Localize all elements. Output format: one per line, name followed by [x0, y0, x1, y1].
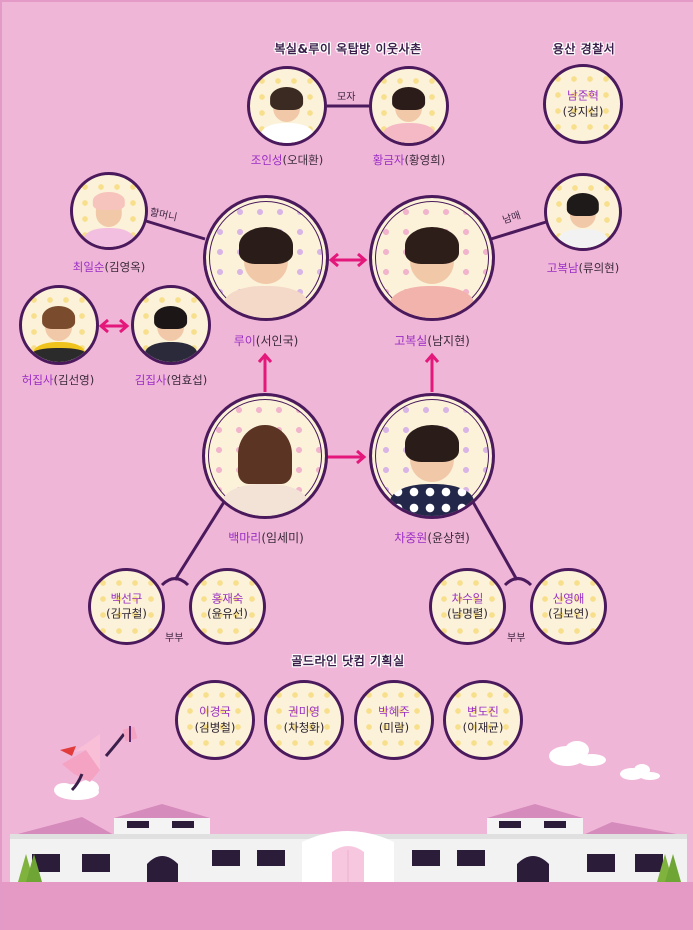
name-baek-mari: 백마리(임세미): [228, 531, 304, 545]
circle-nam-junhyeok[interactable]: 남준혁 (강지섭): [543, 64, 623, 144]
line-grandmother: [145, 219, 206, 241]
portrait-image: [390, 424, 474, 516]
portrait-go-boknam[interactable]: [544, 173, 622, 251]
cloud-icon: [549, 741, 660, 780]
role-shin-yeongae: 신영애: [552, 590, 585, 605]
portrait-image: [223, 424, 307, 516]
neighbors-section-title: 복실&루이 옥탑방 이웃사촌: [274, 42, 422, 56]
portrait-image: [261, 86, 313, 143]
double-arrow-rui-boksil: [328, 252, 368, 268]
couple-bracket-left: [160, 577, 190, 587]
portrait-image: [557, 193, 609, 248]
role-nam-junhyeok: 남준혁: [567, 88, 599, 103]
role-baek-seongu: 백선구: [110, 590, 143, 605]
portrait-image: [383, 86, 435, 143]
portrait-jo-inseong[interactable]: [247, 66, 327, 146]
circle-lee-gyeongguk[interactable]: 이경국 (김병철): [175, 680, 255, 760]
couple-bracket-right: [503, 577, 533, 587]
role-lee-gyeongguk: 이경국: [199, 704, 231, 719]
line-siblings: [490, 220, 547, 241]
circle-byeon-dojin[interactable]: 변도진 (이재균): [443, 680, 523, 760]
arrow-jungwon-to-boksil: [424, 352, 440, 392]
actor-hong-jaesuk: (윤유선): [207, 606, 248, 621]
portrait-kim-jipsa[interactable]: [131, 285, 211, 365]
portrait-image: [390, 226, 474, 318]
arrow-mari-to-rui: [257, 352, 273, 392]
team-section-title: 골드라인 닷컴 기획실: [291, 654, 405, 668]
portrait-heo-jipsa[interactable]: [19, 285, 99, 365]
ground: [2, 882, 693, 930]
name-rui: 루이(서인국): [233, 334, 299, 348]
actor-kwon-miyeong: (차청화): [283, 720, 325, 734]
police-section-title: 용산 경찰서: [552, 42, 616, 56]
name-jo-inseong: 조인성(오대환): [250, 153, 324, 167]
actor-lee-gyeongguk: (김병철): [194, 720, 236, 734]
name-cha-jungwon: 차중원(윤상현): [394, 531, 470, 545]
line-mari-parents: [173, 501, 226, 581]
portrait-cha-jungwon[interactable]: [369, 393, 495, 519]
portrait-hwang-geumja[interactable]: [369, 66, 449, 146]
name-choi-ilsun: 최일순(김영옥): [72, 260, 146, 274]
name-kim-jipsa: 김집사(엄효섭): [134, 373, 208, 387]
actor-cha-suil: (남명렬): [447, 606, 488, 621]
name-heo-jipsa: 허집사(김선영): [21, 373, 95, 387]
portrait-baek-mari[interactable]: [202, 393, 328, 519]
relation-label-couple-left: 부부: [165, 633, 184, 644]
circle-hong-jaesuk[interactable]: 홍재숙 (윤유선): [189, 568, 266, 645]
role-hong-jaesuk: 홍재숙: [211, 590, 244, 605]
portrait-image: [33, 305, 85, 362]
role-park-hyeju: 박혜주: [378, 704, 410, 719]
flying-gift-box-icon: [54, 726, 138, 800]
portrait-image: [224, 226, 308, 318]
role-byeon-dojin: 변도진: [467, 704, 499, 719]
portrait-image: [145, 305, 197, 362]
relation-label-mother-son: 모자: [337, 92, 356, 103]
portrait-choi-ilsun[interactable]: [70, 172, 148, 250]
circle-shin-yeongae[interactable]: 신영애 (김보연): [530, 568, 607, 645]
role-cha-suil: 차수일: [451, 590, 484, 605]
name-go-boknam: 고복남(류의현): [546, 261, 620, 275]
mansion-building: [10, 804, 687, 890]
double-arrow-butlers: [98, 318, 130, 334]
name-go-boksil: 고복실(남지현): [394, 334, 470, 348]
circle-kwon-miyeong[interactable]: 권미영 (차청화): [264, 680, 344, 760]
circle-cha-suil[interactable]: 차수일 (남명렬): [429, 568, 506, 645]
circle-park-hyeju[interactable]: 박혜주 (미람): [354, 680, 434, 760]
role-kwon-miyeong: 권미영: [288, 704, 320, 719]
portrait-go-boksil[interactable]: [369, 195, 495, 321]
circle-baek-seongu[interactable]: 백선구 (김규철): [88, 568, 165, 645]
relation-label-couple-right: 부부: [507, 633, 526, 644]
name-hwang-geumja: 황금자(황영희): [372, 153, 446, 167]
actor-byeon-dojin: (이재균): [462, 720, 504, 734]
decoration-scene: [54, 726, 660, 800]
actor-nam-junhyeok: (강지섭): [562, 104, 604, 118]
arrow-mari-to-jungwon: [327, 449, 367, 465]
portrait-rui[interactable]: [203, 195, 329, 321]
line-jungwon-parents: [471, 501, 519, 581]
actor-shin-yeongae: (김보연): [548, 606, 589, 621]
actor-park-hyeju: (미람): [378, 720, 410, 734]
actor-baek-seongu: (김규철): [106, 606, 147, 621]
portrait-image: [83, 192, 135, 247]
